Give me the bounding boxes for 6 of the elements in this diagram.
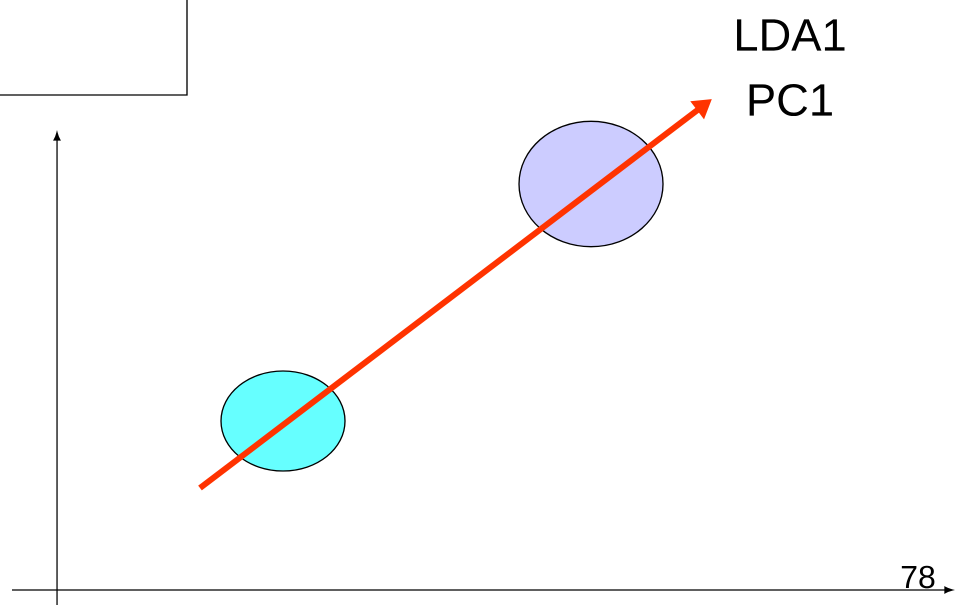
- axis-label: 78: [902, 566, 934, 588]
- frame-box: [0, 0, 188, 96]
- axis-label: PC1: [750, 84, 832, 116]
- cluster-ellipse: [220, 370, 346, 472]
- cluster-ellipse: [518, 120, 664, 248]
- axis-label: LDA1: [737, 19, 844, 51]
